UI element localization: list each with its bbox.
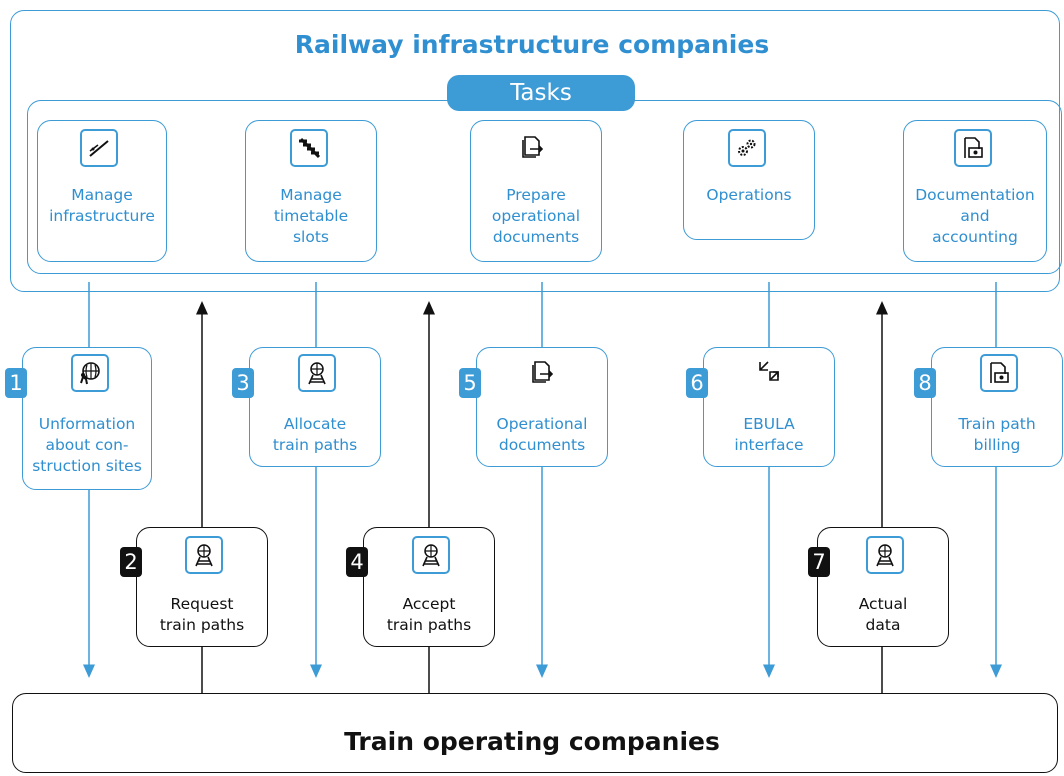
task-label: Operations [706, 186, 792, 204]
step-badge-1: 1 [5, 368, 27, 398]
money-document-icon [980, 354, 1018, 392]
flow-card-5: Operational documents [476, 347, 608, 467]
globe-track-icon [866, 536, 904, 574]
tasks-label: Tasks [447, 75, 635, 111]
flow-label: EBULA interface [734, 415, 804, 454]
flow-card-3: Allocate train paths [249, 347, 381, 467]
timetable-stairs-icon [290, 129, 328, 167]
globe-track-icon [185, 536, 223, 574]
document-export-icon [525, 354, 559, 388]
task-prepare-operational-documents: Prepare operational documents [470, 120, 602, 262]
infrastructure-companies-title: Railway infrastructure companies [294, 30, 770, 59]
flow-label: Request train paths [159, 595, 245, 634]
task-label: Manage timetable slots [273, 186, 349, 246]
train-operating-companies-box [12, 693, 1058, 773]
flow-card-6: EBULA interface [703, 347, 835, 467]
step-badge-8: 8 [914, 368, 936, 398]
task-manage-timetable-slots: Manage timetable slots [245, 120, 377, 262]
flow-card-1: Unformation about con- struction sites [22, 347, 152, 490]
flow-card-7: Actual data [817, 527, 949, 647]
task-documentation-accounting: Documentation and accounting [903, 120, 1047, 262]
exchange-arrows-icon [752, 354, 786, 388]
flow-card-4: Accept train paths [363, 527, 495, 647]
flow-card-8: Train path billing [931, 347, 1063, 467]
flow-label: Unformation about con- struction sites [32, 415, 142, 475]
flow-card-2: Request train paths [136, 527, 268, 647]
step-badge-2: 2 [120, 547, 142, 577]
flow-label: Allocate train paths [272, 415, 358, 454]
gears-icon [728, 129, 766, 167]
step-badge-5: 5 [459, 368, 481, 398]
task-manage-infrastructure: Manage infrastructure [37, 120, 167, 262]
train-operating-companies-title: Train operating companies [344, 727, 720, 756]
step-badge-7: 7 [808, 547, 830, 577]
step-badge-4: 4 [346, 547, 368, 577]
infrastructure-companies-box [10, 10, 1060, 292]
globe-worker-icon [71, 354, 109, 392]
railway-line-icon [80, 129, 118, 167]
task-label: Manage infrastructure [49, 186, 155, 225]
task-label: Prepare operational documents [491, 186, 581, 246]
flow-label: Actual data [858, 595, 908, 634]
flow-label: Operational documents [496, 415, 588, 454]
flow-label: Accept train paths [386, 595, 472, 634]
globe-track-icon [298, 354, 336, 392]
step-badge-3: 3 [232, 368, 254, 398]
document-export-icon [515, 129, 549, 163]
globe-track-icon [412, 536, 450, 574]
task-operations: Operations [683, 120, 815, 240]
flow-label: Train path billing [958, 415, 1036, 454]
step-badge-6: 6 [686, 368, 708, 398]
task-label: Documentation and accounting [915, 186, 1035, 246]
money-document-icon [954, 129, 992, 167]
